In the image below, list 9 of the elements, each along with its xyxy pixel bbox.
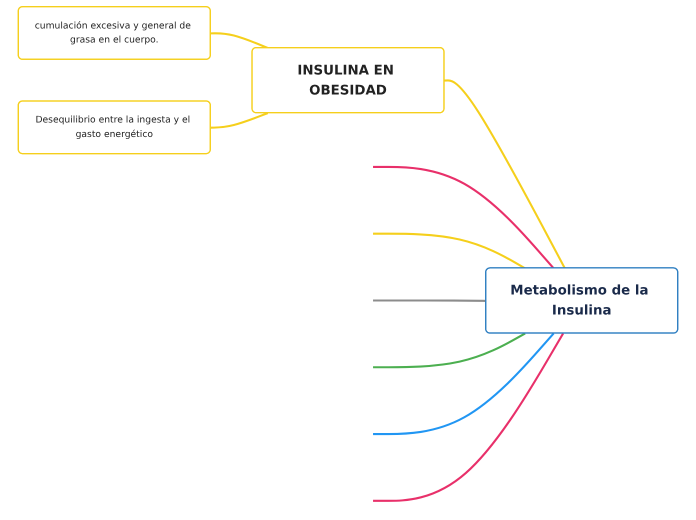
connector-line	[373, 166, 554, 270]
connector-line	[210, 32, 268, 49]
connector-line	[444, 79, 566, 269]
connector-line	[373, 332, 564, 502]
connector-line	[373, 299, 486, 302]
connector-line	[373, 332, 554, 436]
connector-line	[373, 232, 526, 270]
connector-line	[373, 332, 526, 368]
connector-line	[210, 112, 268, 129]
